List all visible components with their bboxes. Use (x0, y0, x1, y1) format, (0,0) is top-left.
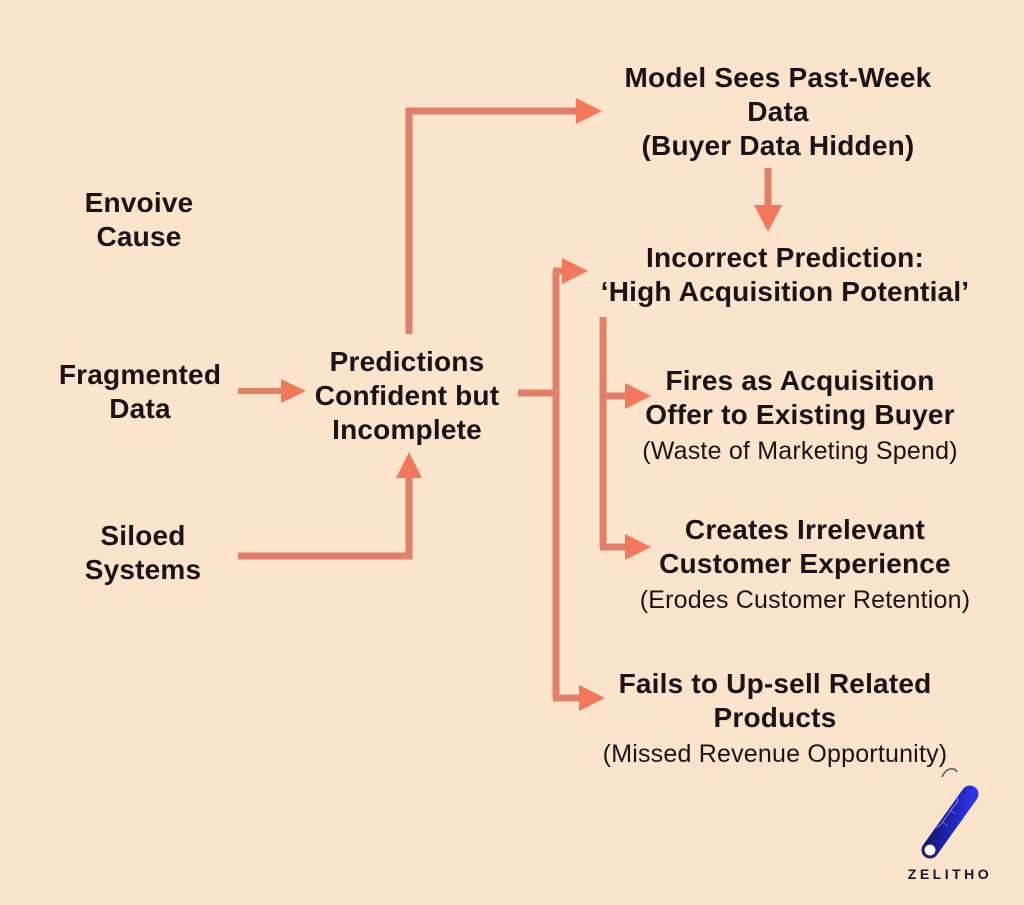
text-line: Offer to Existing Buyer (645, 399, 955, 430)
text-line: Model Sees Past-Week (624, 62, 932, 93)
text-line: Creates Irrelevant (684, 514, 926, 545)
logo-arm-detail (941, 809, 957, 827)
node-model-sees: Model Sees Past-Week Data (Buyer Data Hi… (598, 61, 958, 163)
connector-predictions-to-model (405, 107, 576, 334)
arrowhead-fires (625, 383, 651, 409)
z-diagonal (921, 785, 979, 859)
outcome-note: (Waste of Marketing Spend) (642, 437, 958, 465)
text-line: ‘High Acquisition Potential’ (600, 276, 970, 307)
text-line: Products (713, 702, 837, 733)
text-line: Fragmented (58, 359, 222, 390)
text-line: Incomplete (332, 414, 482, 445)
text-line: Predictions (329, 346, 485, 377)
text-line: Data (747, 96, 809, 127)
outcome-note: (Missed Revenue Opportunity) (602, 740, 948, 768)
arrowhead-siloed (396, 452, 422, 478)
text-line: Confident but (314, 380, 500, 411)
text-line: Envoive (84, 187, 194, 218)
node-cause-label: Envoive Cause (29, 186, 249, 254)
node-outcome-fires: Fires as Acquisition Offer to Existing B… (620, 364, 980, 467)
logo-arm-sketch (935, 795, 959, 829)
logo-sketch-mark (941, 768, 958, 778)
arrowhead-fragmented (281, 379, 306, 403)
zelitho-logo (900, 768, 1000, 873)
outcome-note: (Erodes Customer Retention) (639, 586, 971, 614)
arrowhead-to-incorrect (754, 205, 782, 232)
connector-siloed-to-predictions (238, 477, 413, 560)
text-line: Customer Experience (659, 548, 951, 579)
node-incorrect-prediction: Incorrect Prediction: ‘High Acquisition … (565, 241, 1005, 309)
text-line: Data (109, 393, 171, 424)
text-line: Cause (96, 221, 182, 252)
node-fragmented-data: Fragmented Data (30, 358, 250, 426)
node-predictions: Predictions Confident but Incomplete (297, 345, 517, 447)
arrowhead-creates (625, 534, 651, 560)
node-outcome-fails: Fails to Up-sell Related Products (Misse… (575, 667, 975, 770)
zelitho-z-icon (913, 768, 990, 865)
text-line: Systems (84, 554, 202, 585)
node-siloed-systems: Siloed Systems (33, 519, 253, 587)
node-outcome-creates: Creates Irrelevant Customer Experience (… (625, 513, 985, 616)
text-line: (Buyer Data Hidden) (641, 130, 915, 161)
text-line: Fails to Up-sell Related (618, 668, 932, 699)
text-line: Fires as Acquisition (665, 365, 935, 396)
arrowhead-trunk-bottom (579, 685, 605, 711)
arrowhead-trunk-top (562, 258, 588, 284)
brand-name: ZELITHO (907, 866, 993, 882)
text-line: Siloed (100, 520, 186, 551)
arrowhead-to-model (576, 98, 602, 124)
text-line: Incorrect Prediction: (645, 242, 925, 273)
logo-joint-dot (923, 843, 937, 857)
